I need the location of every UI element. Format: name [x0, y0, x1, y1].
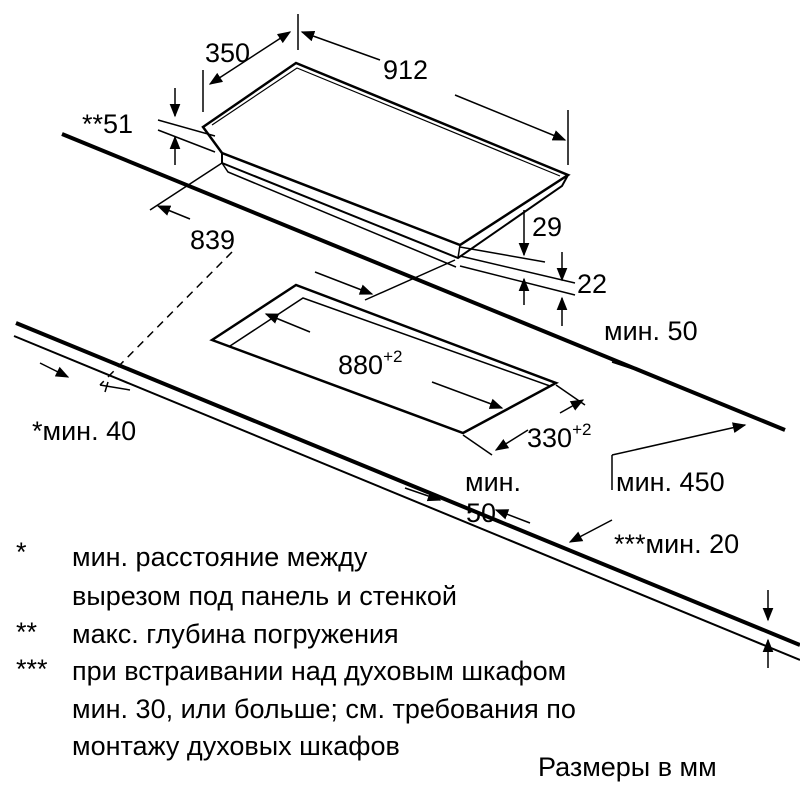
dim-min-20: ***мин. 20	[614, 529, 739, 559]
countertop	[13, 132, 800, 661]
dim-330: 330+2	[527, 420, 591, 453]
hob	[201, 61, 571, 268]
dimension-lines	[39, 14, 774, 668]
dim-min-label-front: мин.	[465, 467, 521, 497]
dim-min-450: мин. 450	[616, 467, 725, 497]
dim-min-50-back: мин. 50	[604, 316, 698, 346]
dim-min-40: *мин. 40	[32, 416, 136, 446]
dim-29: 29	[532, 212, 562, 242]
dim-839: 839	[190, 225, 235, 255]
dim-350: 350	[205, 38, 250, 68]
dim-min-50-front: 50	[466, 498, 496, 528]
dim-51: **51	[82, 109, 133, 139]
dim-912: 912	[383, 55, 428, 85]
dim-880: 880+2	[338, 347, 402, 380]
dimension-labels: 350 912 **51 839 29 22 мин. 50 880+2 330…	[32, 38, 739, 559]
dim-22: 22	[577, 269, 607, 299]
